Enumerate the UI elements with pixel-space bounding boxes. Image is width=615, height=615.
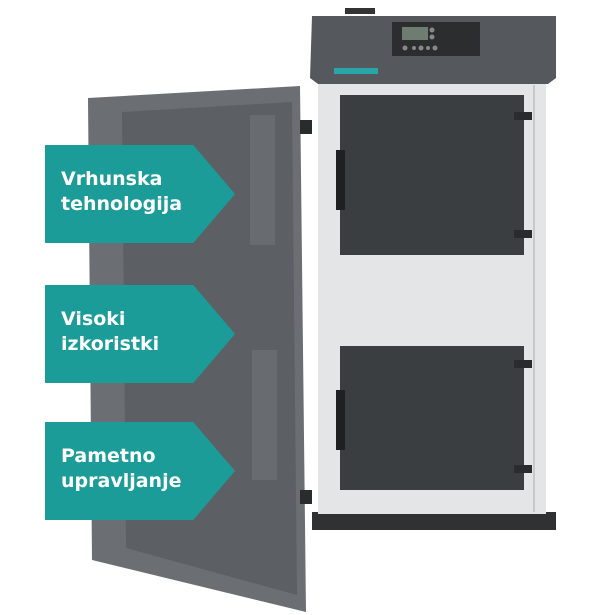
brand-logo (334, 68, 378, 74)
arrow-badge (45, 422, 235, 520)
feature-line: Pametno (61, 445, 156, 467)
feature-label-smart-control: Pametno upravljanje (45, 422, 235, 520)
door-rib (252, 350, 277, 480)
feature-line: Vrhunska (61, 168, 163, 190)
door-handle[interactable] (336, 150, 345, 210)
feature-label-efficiency: Visoki izkoristki (45, 285, 235, 383)
lower-door[interactable] (340, 346, 524, 490)
door-handle[interactable] (336, 390, 345, 450)
feature-line: upravljanje (61, 470, 182, 492)
feature-label-technology: Vrhunska tehnologija (45, 145, 235, 243)
display-screen (402, 27, 428, 40)
boiler-base (312, 512, 556, 530)
arrow-badge (45, 145, 235, 243)
feature-line: Visoki (61, 308, 126, 330)
door-rib (250, 115, 275, 245)
feature-line: izkoristki (61, 333, 160, 355)
upper-door[interactable] (340, 95, 524, 255)
feature-line: tehnologija (61, 193, 183, 215)
arrow-badge (45, 285, 235, 383)
